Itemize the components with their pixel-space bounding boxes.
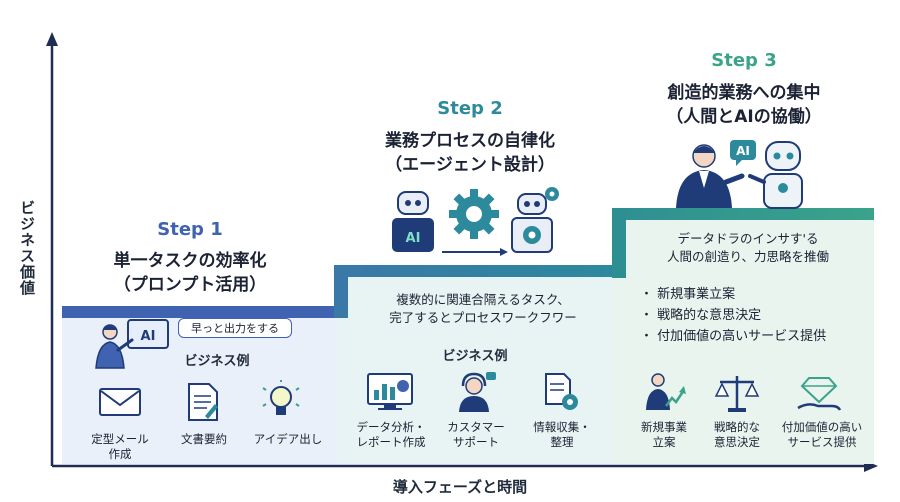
speech-bubble [178, 318, 292, 338]
step1-label: Step 1 [157, 219, 223, 240]
step2-riser [334, 265, 348, 318]
step3-title: 創造的業務への集中 [667, 83, 821, 103]
step3-bullet: ・ 付加価値の高いサービス提供 [640, 329, 827, 344]
step3-example-label: 付加価値の高い サービス提供 [781, 420, 863, 449]
person-computer-icon: AI [95, 319, 169, 369]
step3-bullet: ・ 新規事業立案 [640, 287, 736, 302]
growth-person-icon [646, 373, 686, 410]
step2-description: 完了するとプロセスワークフワー [389, 310, 577, 325]
speech-bubble-text: 早っと出力をする [191, 322, 279, 335]
lightbulb-icon [262, 380, 300, 415]
step3-label: Step 3 [711, 50, 777, 71]
human-ai-collaboration-illustration: AI [676, 140, 803, 209]
step2-example-label: 情報収集・ 整理 [533, 420, 591, 449]
headset-icon [459, 372, 496, 412]
robot-workflow-illustration: AI [392, 187, 559, 256]
step3-example-label: 新規事業 立案 [641, 420, 687, 449]
step1-bar [62, 306, 347, 318]
step3-bullet: ・ 戦略的な意思決定 [640, 308, 762, 323]
document-icon [188, 383, 218, 421]
step3-example-label: 戦略的な 意思決定 [714, 420, 760, 449]
step2-examples-heading: ビジネス例 [442, 349, 508, 364]
step3-description: 人間の創造り、力思略を推働 [666, 249, 829, 264]
step2-label: Step 2 [437, 98, 503, 119]
step1-example-label: アイデア出し [253, 432, 323, 446]
scales-icon [714, 376, 760, 412]
ai-badge-text: AI [736, 144, 750, 158]
step2-title: 業務プロセスの自律化 [385, 131, 555, 151]
step1-examples-heading: ビジネス例 [184, 354, 250, 369]
step2-bar [337, 265, 627, 277]
y-axis-label: ビジネス価値 [18, 200, 36, 296]
step2-example-label: カスタマー サポート [447, 420, 505, 449]
documents-gear-icon [545, 373, 578, 410]
robot-ai-text: AI [406, 231, 421, 246]
step1-example-label: 定型メール 作成 [91, 432, 149, 461]
gem-hand-icon [797, 377, 842, 411]
step2-description: 複数的に関連合隔えるタスク、 [396, 292, 570, 307]
step3-description: データドラのインサす'る [677, 231, 819, 246]
step2-subtitle: （エージェント設計） [385, 155, 555, 175]
mail-icon [99, 388, 141, 416]
step2-panel [337, 265, 627, 464]
analytics-icon [367, 373, 413, 410]
step3-bar [612, 208, 874, 220]
svg-text:AI: AI [141, 329, 156, 344]
step3-panel [612, 208, 874, 464]
step1-title: 単一タスクの効率化 [113, 251, 267, 271]
step2-example-label: データ分析・ レポート作成 [356, 420, 426, 449]
step3-subtitle: （人間とAIの協働） [666, 107, 822, 127]
step1-example-label: 文書要約 [181, 432, 227, 446]
step3-riser [612, 208, 626, 278]
step1-subtitle: （プロンプト活用） [113, 275, 267, 295]
x-axis-label: 導入フェーズと時間 [392, 478, 528, 496]
